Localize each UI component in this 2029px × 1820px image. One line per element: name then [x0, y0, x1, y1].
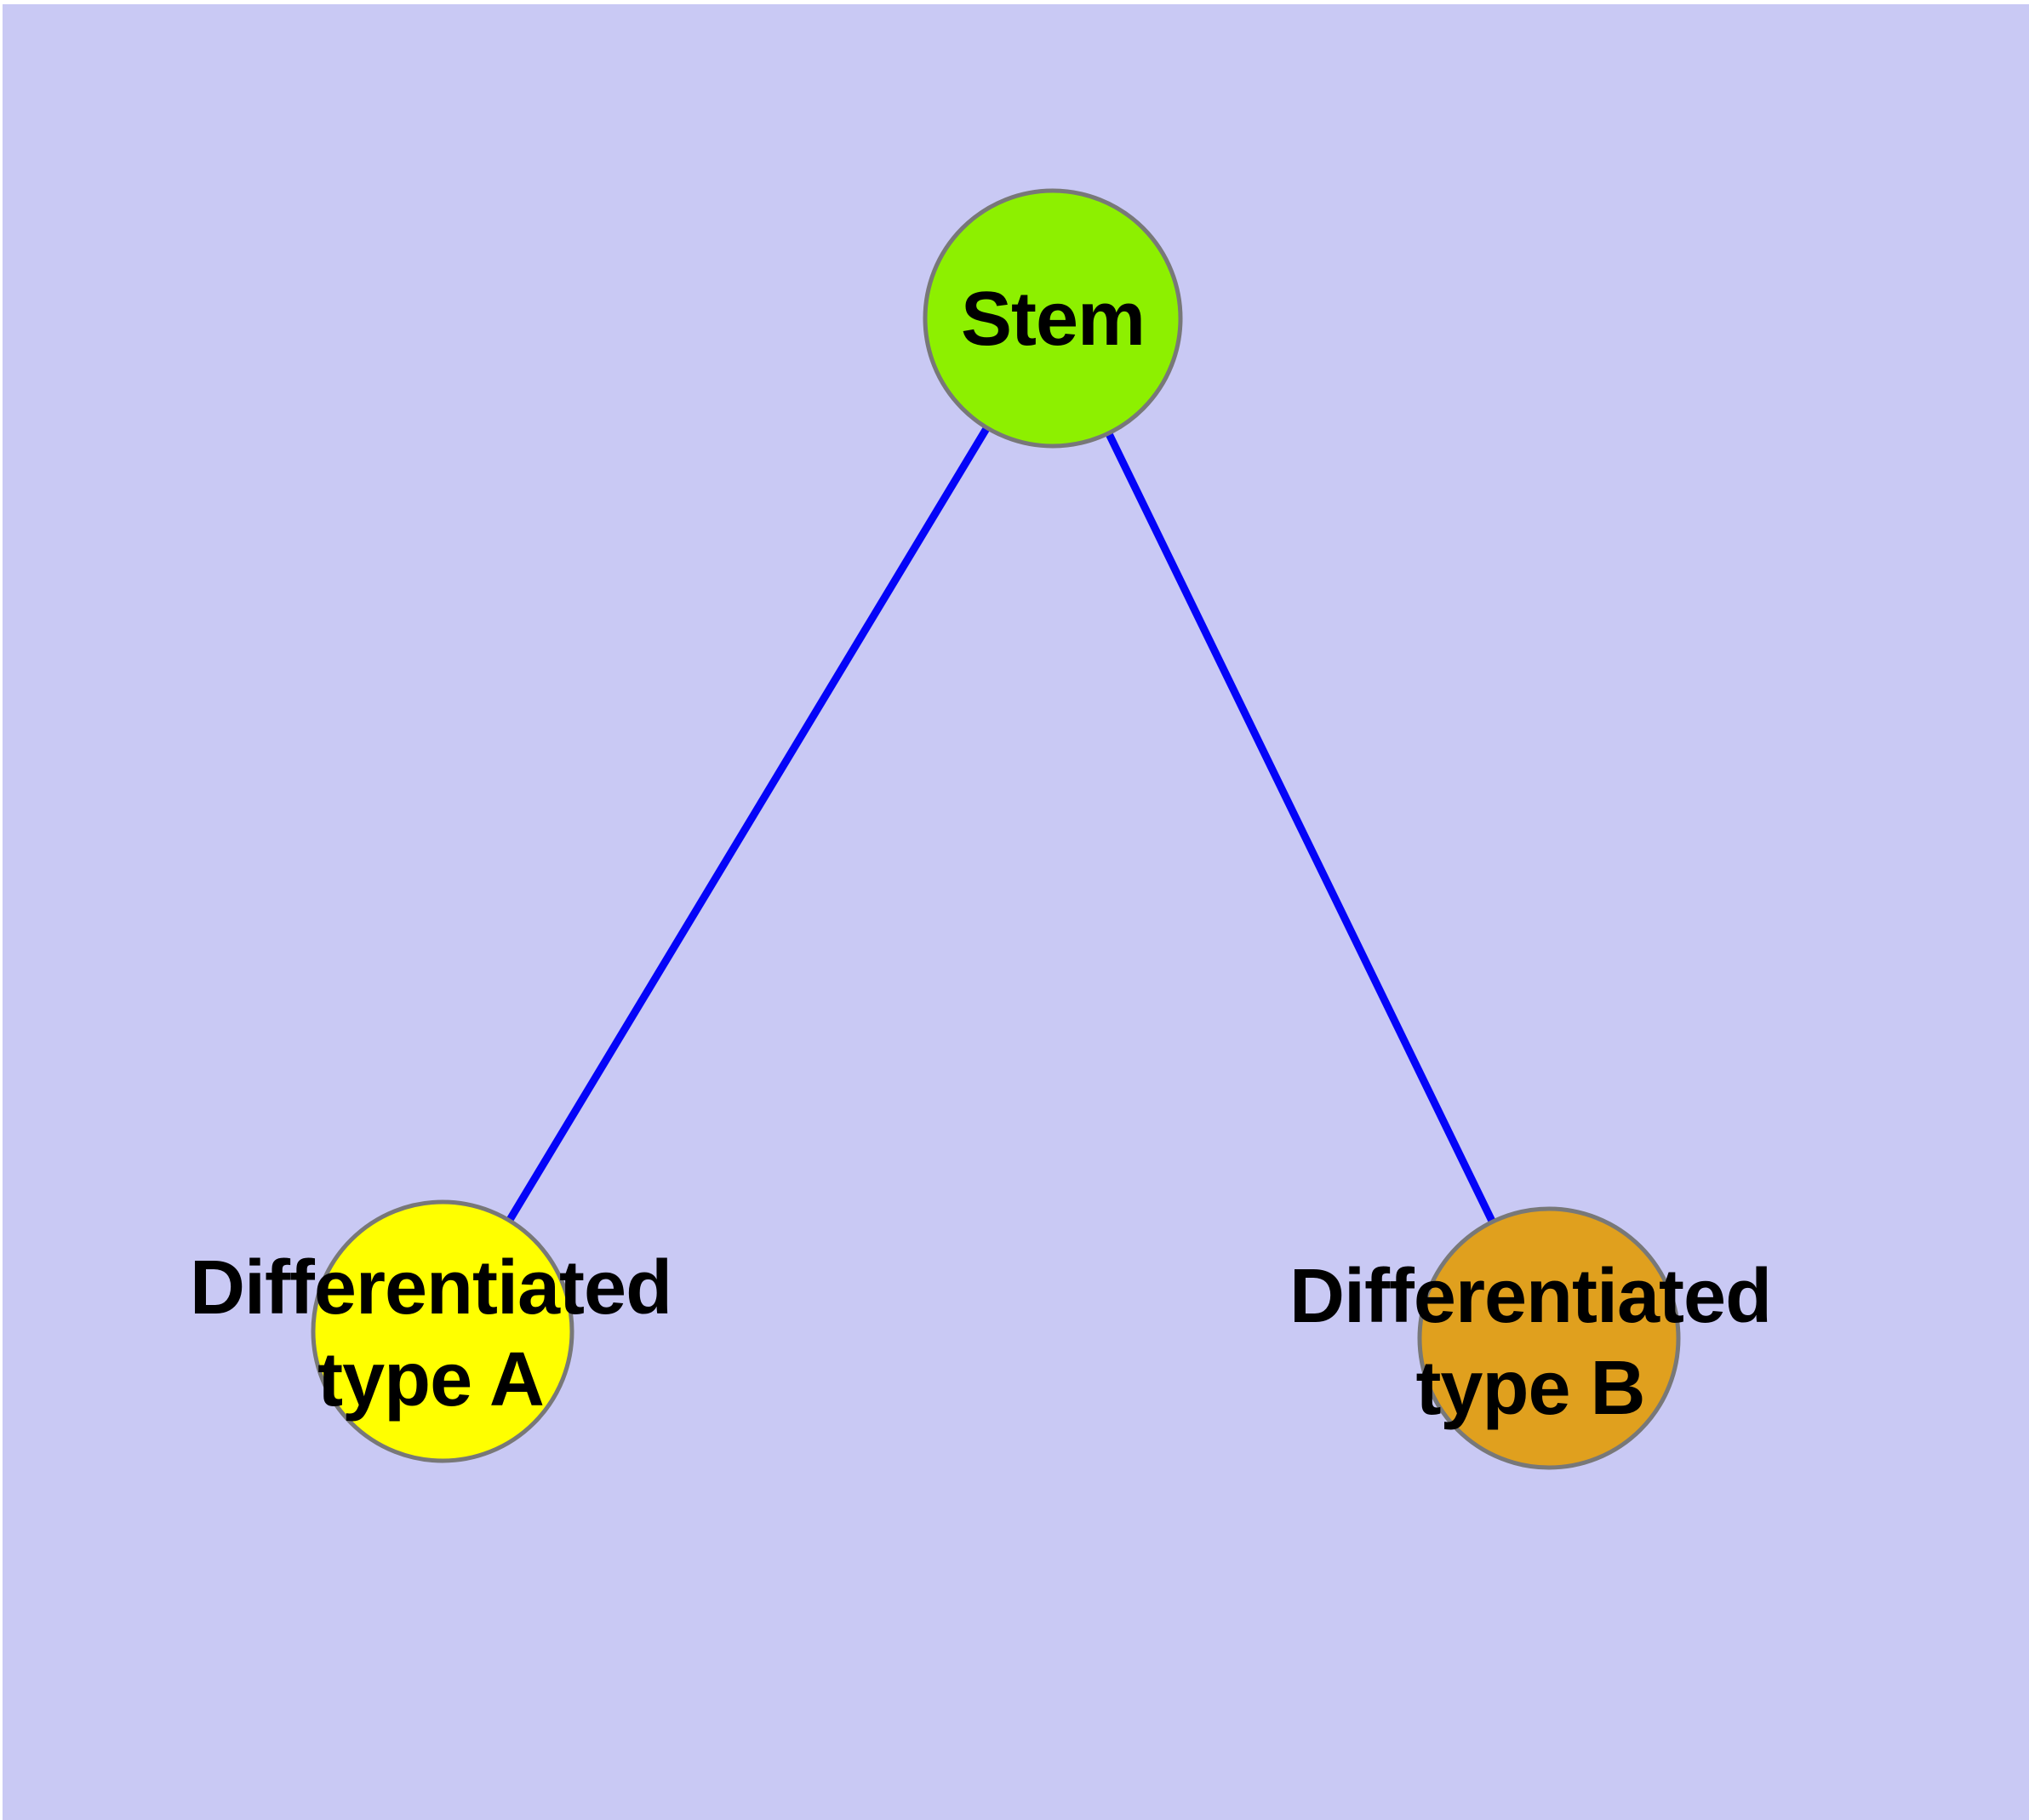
node-label-type-a-line2: type A: [317, 1337, 545, 1422]
node-label-stem-line1: Stem: [960, 277, 1146, 362]
node-stem: [923, 188, 1183, 449]
node-label-stem: Stem: [960, 273, 1146, 365]
node-label-differentiated-type-b: Differentiated type B: [1289, 1251, 1772, 1434]
node-label-type-b-line2: type B: [1415, 1346, 1645, 1431]
node-label-differentiated-type-a: Differentiated type A: [190, 1242, 672, 1426]
node-differentiated-type-b: [1417, 1206, 1681, 1470]
node-differentiated-type-a: [311, 1199, 574, 1463]
node-label-type-b-line1: Differentiated: [1289, 1254, 1772, 1339]
node-label-type-a-line1: Differentiated: [189, 1245, 672, 1331]
edge-stem-to-type-b: [1049, 317, 1553, 1340]
edge-stem-to-type-a: [439, 316, 1056, 1334]
